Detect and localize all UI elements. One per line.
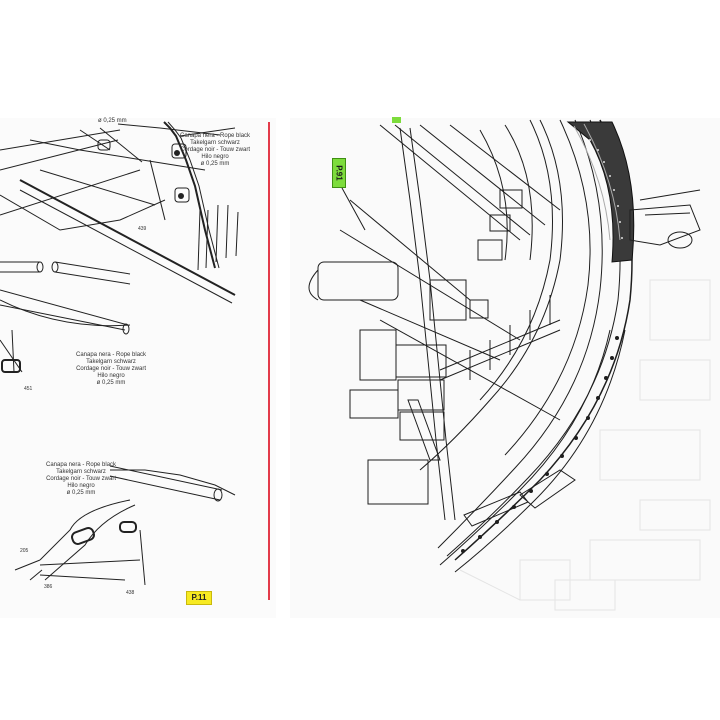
part-number-439: 439 <box>138 226 147 232</box>
page-number-badge: P.11 <box>186 591 212 605</box>
left-page-margin-line <box>0 122 270 600</box>
rope-spec-line: Cordage noir - Touw zwart <box>76 366 146 372</box>
green-marker-top <box>392 117 401 123</box>
left-page <box>0 118 276 618</box>
top-diameter-note: ø 0,25 mm <box>98 118 127 124</box>
rope-spec-line: ø 0,25 mm <box>96 380 126 386</box>
rope-spec-line: Canapa nera - Rope black <box>76 352 147 358</box>
rope-spec-line: ø 0,25 mm <box>66 490 96 496</box>
rope-spec-line: Canapa nera - Rope black <box>46 462 117 468</box>
rope-spec-block-3: Canapa nera - Rope black Takelgarn schwa… <box>46 462 116 497</box>
rope-spec-line: Cordage noir - Touw zwart <box>180 147 250 153</box>
part-number-386: 386 <box>44 584 53 590</box>
rope-spec-line: Canapa nera - Rope black <box>180 133 251 139</box>
rope-spec-line: Takelgarn schwarz <box>56 469 106 475</box>
part-number-205: 205 <box>20 548 29 554</box>
rope-spec-line: ø 0,25 mm <box>200 161 230 167</box>
rope-spec-line: Takelgarn schwarz <box>190 140 240 146</box>
rope-spec-line: Hilo negro <box>67 483 95 489</box>
rope-spec-line: Takelgarn schwarz <box>86 359 136 365</box>
part-tag-green: P.91 <box>332 158 346 188</box>
part-number-451: 451 <box>24 386 33 392</box>
rope-spec-line: Hilo negro <box>97 373 125 379</box>
rope-spec-block-1: Canapa nera - Rope black Takelgarn schwa… <box>180 133 250 168</box>
rope-spec-line: Hilo negro <box>201 154 229 160</box>
part-tag-label: P.91 <box>334 165 344 181</box>
part-number-438: 438 <box>126 590 135 596</box>
rope-spec-line: Cordage noir - Touw zwart <box>46 476 116 482</box>
rope-spec-block-2: Canapa nera - Rope black Takelgarn schwa… <box>76 352 146 387</box>
